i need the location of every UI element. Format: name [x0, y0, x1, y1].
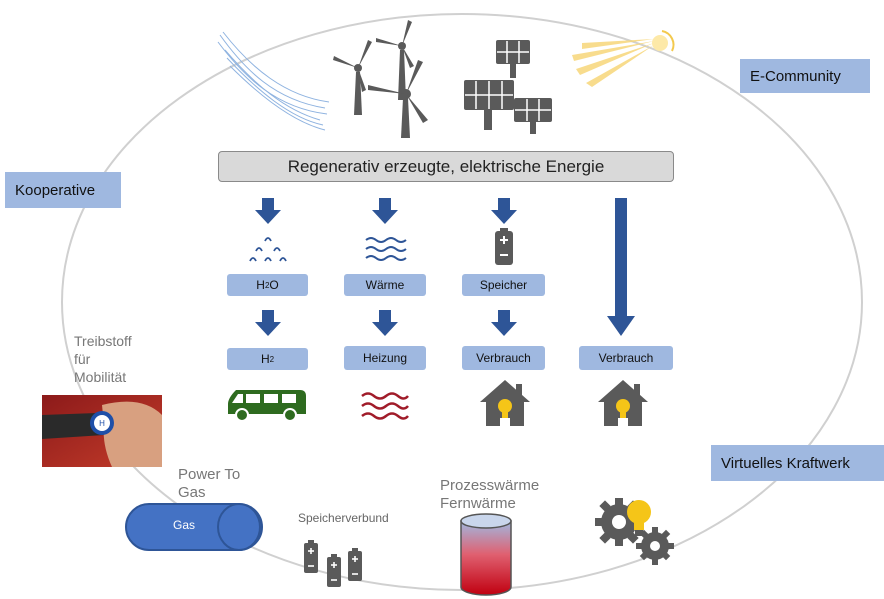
arrow-col2-top: [372, 198, 398, 224]
heizung-box: Heizung: [344, 346, 426, 370]
speicherverbund-label: Speicherverbund: [298, 511, 389, 525]
kooperative-tag: Kooperative: [5, 172, 121, 208]
arrow-col4-long: [607, 198, 635, 336]
svg-text:H: H: [99, 419, 105, 428]
water-drops-icon: [249, 237, 287, 262]
energy-banner: Regenerativ erzeugte, elektrische Energi…: [218, 151, 674, 182]
heat-waves-icon: [361, 392, 409, 420]
wind-turbine-icon: [333, 20, 428, 138]
gas-tank-icon: [125, 503, 263, 551]
solar-panel-icon: [464, 40, 552, 134]
battery-icon: [495, 228, 513, 265]
waerme-box: Wärme: [344, 274, 426, 296]
treibstoff-label: Treibstoff für Mobilität: [74, 333, 132, 385]
e-community-tag: E-Community: [740, 59, 870, 93]
arrow-col1-top: [255, 198, 281, 224]
arrow-col3-top: [491, 198, 517, 224]
virtuelles-kraftwerk-tag: Virtuelles Kraftwerk: [711, 445, 884, 481]
gas-label: Gas: [172, 518, 195, 532]
prozesswaerme-label: Prozesswärme Fernwärme: [440, 477, 540, 512]
arrow-col1-mid: [255, 310, 281, 336]
verbrauch-box-col3: Verbrauch: [462, 346, 545, 370]
sun-rays-icon: [572, 30, 675, 87]
house-bulb-icon-col4: [598, 380, 648, 426]
battery-group-icon: [304, 540, 362, 587]
arrow-col2-mid: [372, 310, 398, 336]
wind-lines-icon: [217, 31, 330, 131]
power-to-gas-label: Power To Gas: [178, 466, 241, 501]
arrow-col3-mid: [491, 310, 517, 336]
water-waves-icon: [365, 237, 407, 261]
hydrogen-fuel-photo: H: [42, 395, 162, 467]
speicher-box: Speicher: [462, 274, 545, 296]
house-bulb-icon: [480, 380, 530, 426]
gears-bulb-icon: [595, 498, 674, 565]
heat-cylinder-icon: [460, 513, 512, 596]
van-icon: [228, 390, 306, 422]
verbrauch-box-col4: Verbrauch: [579, 346, 673, 370]
